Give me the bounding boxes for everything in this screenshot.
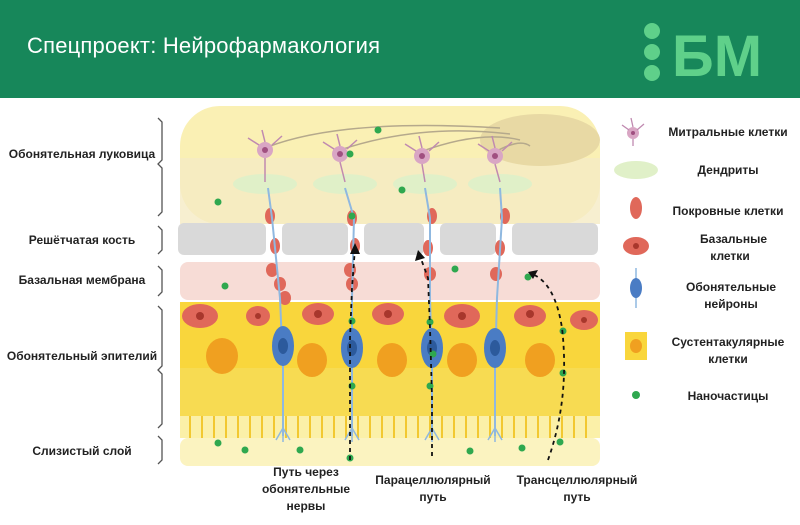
label-transcellular-path: Трансцеллюлярный путь	[516, 473, 638, 504]
label-olfactory-nerve-path: Путь через обонятельные нервы	[261, 465, 351, 513]
sustentacular-cell-icon	[625, 332, 647, 360]
nanoparticle	[214, 126, 567, 462]
legend-sheath-cells: Покровные клетки	[672, 204, 784, 218]
mitral-cell	[404, 135, 440, 183]
label-olfactory-bulb: Обонятельная луковица	[8, 147, 156, 161]
legend-olfactory-neurons: Обонятельные нейроны	[686, 280, 777, 311]
mitral-cell	[247, 129, 283, 182]
basal-membrane-region	[180, 262, 600, 300]
dendrite	[313, 174, 377, 194]
mitral-cell	[477, 135, 513, 183]
dendrite	[468, 174, 532, 194]
transcellular-path-arrow	[531, 273, 566, 461]
layer-brackets	[157, 117, 163, 465]
legend-sustentacular-cells: Сустентакулярные клетки	[671, 335, 785, 366]
cribriform-bone-segment	[178, 223, 266, 255]
olfactory-neuron-icon	[630, 268, 642, 308]
mitral-cell-icon	[621, 117, 645, 146]
dendrite	[233, 174, 297, 194]
mitral-cell	[322, 133, 358, 183]
legend-dendrites: Дендриты	[697, 163, 759, 177]
cribriform-bone-segment	[512, 223, 598, 255]
label-cribriform-bone: Решётчатая кость	[28, 233, 136, 247]
logo-text: БМ	[672, 24, 762, 82]
basal-cell-icon	[623, 237, 649, 255]
label-paracellular-path: Парацеллюлярный путь	[375, 473, 491, 504]
olfactory-tract	[480, 114, 600, 166]
mucus-layer-region	[180, 438, 600, 466]
legend-basal-cells: Базальные клетки	[700, 232, 768, 263]
label-basal-membrane: Базальная мембрана	[18, 273, 146, 287]
dendrite-icon	[614, 161, 658, 179]
label-olfactory-epithelium: Обонятельный эпителий	[6, 349, 158, 363]
olfactory-nerve-path-arrow	[349, 247, 356, 460]
paracellular-path-arrow	[419, 255, 433, 456]
header-banner: Спецпроект: Нейрофармакология БМ	[0, 0, 800, 98]
legend-mitral-cells: Митральные клетки	[668, 125, 788, 139]
dendrite	[393, 174, 457, 194]
cribriform-bone-segment	[282, 223, 348, 255]
sheath-cell-icon	[630, 197, 642, 219]
label-mucus-layer: Слизистый слой	[32, 444, 132, 458]
cribriform-bone-segment	[440, 223, 496, 255]
nanoparticle-icon	[632, 391, 640, 399]
nose-to-brain-diagram: Обонятельная луковица Решётчатая кость Б…	[0, 98, 800, 525]
sustentacular-nucleus	[206, 338, 555, 377]
cribriform-bone-segment	[364, 223, 424, 255]
anatomy-illustration	[157, 106, 658, 466]
legend-nanoparticles: Наночастицы	[687, 389, 769, 403]
bm-logo: БМ	[644, 23, 762, 82]
page-title: Спецпроект: Нейрофармакология	[27, 33, 381, 58]
